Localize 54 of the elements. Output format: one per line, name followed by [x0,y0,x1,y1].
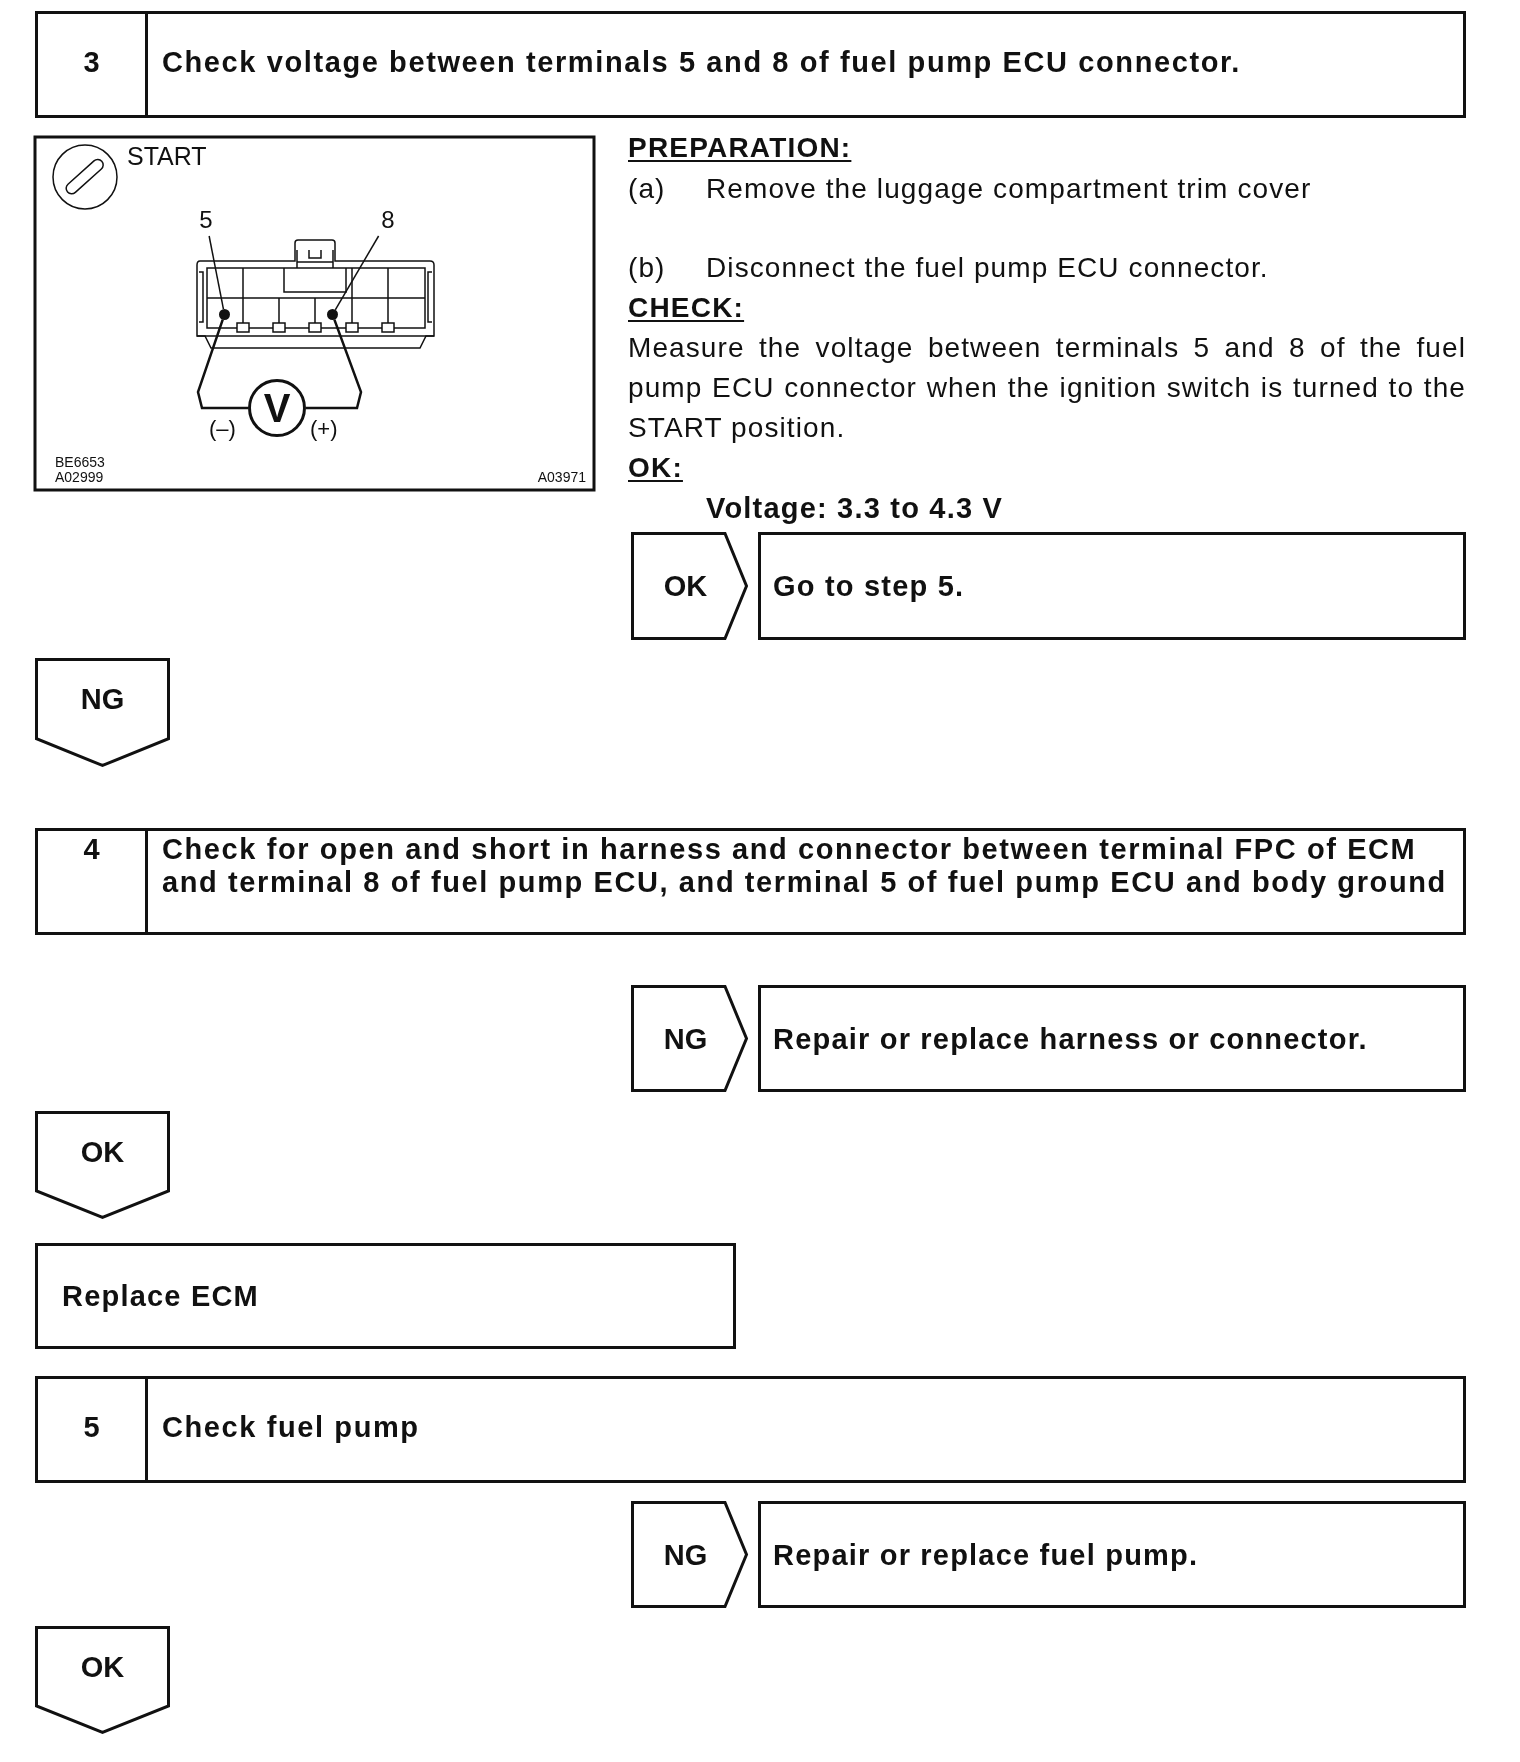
leader-line [208,235,225,310]
result-text: Repair or replace fuel pump. [773,1538,1199,1571]
step-title: Check voltage between terminals 5 and 8 of fuel pump ECU connector. [162,46,1242,79]
flow-down-arrow-tag [35,658,170,767]
step-title: Check for open and short in harness and connector between terminal FPC of ECM and terminal 8 of fuel pump ECU, and terminal 5 of fuel pump ECU and body ground [162,833,1448,899]
result-text: Replace ECM [62,1279,259,1313]
step-header-box [35,828,1466,935]
figure-code: A03971 [537,469,586,486]
step-title: Check fuel pump [162,1411,421,1444]
result-arrow-tag [631,985,748,1092]
instruction-text: Remove the luggage compartment trim cover [706,172,1312,206]
terminal-number: 5 [199,206,213,233]
step-number: 3 [82,46,101,79]
specification-text: Voltage: 3.3 to 4.3 V [706,491,1004,526]
flow-down-arrow-tag [35,1111,170,1219]
result-box [35,1243,736,1349]
result-arrow-tag [631,532,748,640]
instruction-text: Measure the voltage between terminals 5 and 8 of the fuel pump ECU connector when the ignition switch is turned to the START position. [628,331,1466,445]
terminal-number: 8 [381,206,395,233]
result-tag-text: NG [662,1022,709,1055]
step-letter: (a) [628,172,666,206]
result-tag-text: OK [79,1136,126,1169]
figure-code: BE6653 [55,454,105,471]
polarity-label: (–) [209,416,236,442]
step-number: 5 [82,1411,101,1444]
result-arrow-tag [631,1501,748,1608]
probe-wire [306,319,363,410]
terminal-dot [327,309,338,320]
result-box [758,1501,1466,1608]
step-letter: (b) [628,251,666,285]
result-box [758,985,1466,1092]
step-header-box [35,1376,1466,1483]
step-header-box [35,11,1466,118]
probe-wire [196,319,248,410]
switch-position-label: START [127,141,207,171]
meter-label: V [263,388,291,428]
section-heading: OK: [628,451,683,485]
result-tag-text: OK [662,570,709,602]
section-heading: PREPARATION: [628,131,852,165]
voltmeter-symbol [248,379,306,437]
result-tag-text: NG [79,683,126,716]
flow-down-arrow-tag [35,1626,170,1734]
result-text: Go to step 5. [773,569,965,603]
leader-line [334,235,380,311]
step-number: 4 [82,833,101,866]
result-text: Repair or replace harness or connector. [773,1022,1368,1055]
section-heading: CHECK: [628,291,745,325]
result-box [758,532,1466,640]
figure-code: A02999 [55,469,104,486]
terminal-dot [219,309,230,320]
polarity-label: (+) [310,416,338,442]
instruction-text: Disconnect the fuel pump ECU connector. [706,251,1269,285]
result-tag-text: OK [79,1651,126,1684]
result-tag-text: NG [662,1538,709,1571]
